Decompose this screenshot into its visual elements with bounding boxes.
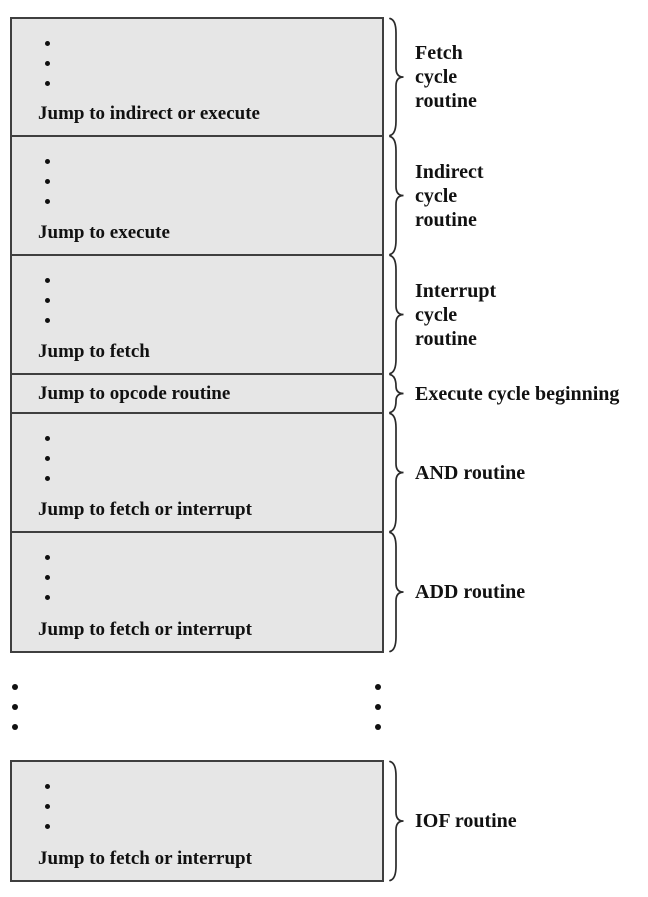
ellipsis-vertical-icon [45, 784, 50, 829]
routine-label-line: cycle [415, 66, 458, 88]
ellipsis-vertical-icon [45, 41, 50, 86]
brace-icon [389, 760, 404, 882]
routine-label-fetch: Fetch cycle routine [415, 17, 477, 137]
brace-icon [389, 254, 404, 375]
memory-block-interrupt-cycle: Jump to fetch [10, 254, 384, 375]
jump-label: Jump to fetch [38, 341, 150, 362]
brace-icon [389, 135, 404, 256]
routine-label-interrupt: Interrupt cycle routine [415, 254, 496, 375]
routine-label-line: AND routine [415, 461, 526, 484]
ellipsis-vertical-icon [45, 159, 50, 204]
memory-block-execute-begin: Jump to opcode routine [10, 373, 384, 414]
brace-icon [389, 412, 404, 533]
jump-label: Jump to indirect or execute [38, 103, 260, 124]
routine-label-line: Interrupt [415, 279, 497, 302]
routine-label-line: cycle [415, 303, 458, 326]
routine-label-execute-begin: Execute cycle beginning [415, 373, 619, 414]
routine-label-add: ADD routine [415, 531, 525, 653]
ellipsis-vertical-icon [375, 684, 381, 730]
ellipsis-vertical-icon [12, 684, 18, 730]
memory-block-add-routine: Jump to fetch or interrupt [10, 531, 384, 653]
routine-label-line: routine [415, 208, 477, 231]
ellipsis-vertical-icon [45, 436, 50, 481]
routine-label-and: AND routine [415, 412, 525, 533]
ellipsis-vertical-icon [45, 278, 50, 323]
routine-label-line: IOF routine [415, 810, 517, 832]
memory-block-and-routine: Jump to fetch or interrupt [10, 412, 384, 533]
brace-icon [389, 373, 404, 414]
routine-label-line: routine [415, 90, 477, 112]
brace-icon [389, 531, 404, 653]
jump-label: Jump to fetch or interrupt [38, 499, 252, 520]
routine-label-line: Fetch [415, 42, 463, 64]
routine-label-line: routine [415, 327, 477, 350]
memory-block-fetch-cycle: Jump to indirect or execute [10, 17, 384, 137]
jump-label: Jump to fetch or interrupt [38, 619, 252, 640]
routine-label-line: ADD routine [415, 581, 526, 603]
jump-label: Jump to execute [38, 222, 170, 243]
jump-label: Jump to opcode routine [38, 382, 231, 404]
jump-label: Jump to fetch or interrupt [38, 848, 252, 869]
routine-label-line: cycle [415, 184, 458, 207]
routine-label-indirect: Indirect cycle routine [415, 135, 484, 256]
memory-block-iof-routine: Jump to fetch or interrupt [10, 760, 384, 882]
routine-label-line: Indirect [415, 160, 484, 183]
routine-label-iof: IOF routine [415, 760, 517, 882]
ellipsis-vertical-icon [45, 555, 50, 600]
routine-label-line: Execute cycle beginning [415, 382, 620, 405]
memory-block-indirect-cycle: Jump to execute [10, 135, 384, 256]
brace-icon [389, 17, 404, 137]
